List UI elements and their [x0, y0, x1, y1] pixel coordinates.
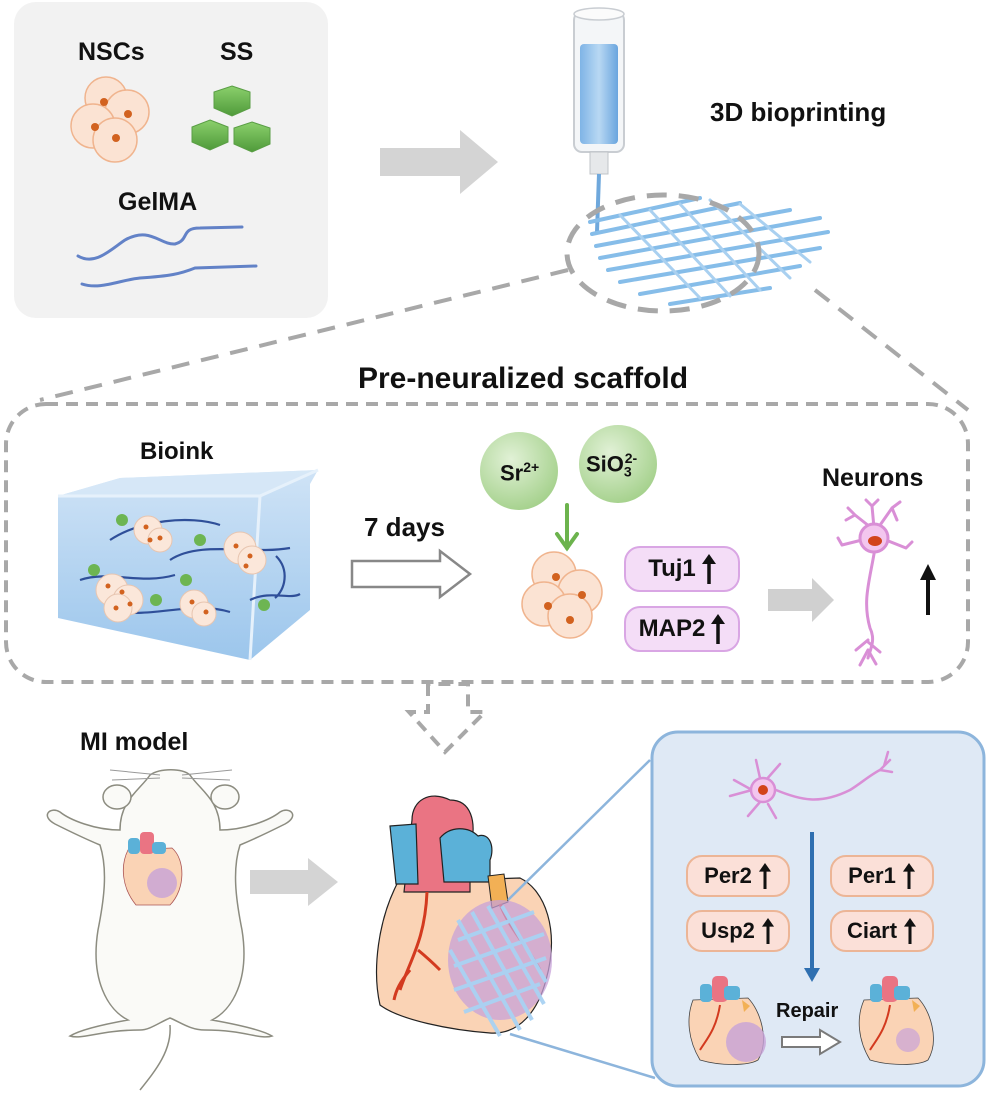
- marker-pill-tuj1: Tuj1: [624, 546, 740, 592]
- nscs-label: NSCs: [78, 38, 145, 66]
- scaffold-highlight-ellipse: [564, 192, 762, 314]
- nsc-cluster-icon: [70, 76, 150, 163]
- up-arrow-icon: [903, 918, 917, 944]
- sr-ion-label: Sr2+: [500, 459, 539, 486]
- duration-label: 7 days: [364, 512, 445, 542]
- gene-name: Ciart: [846, 918, 898, 943]
- process-arrow: [380, 130, 498, 194]
- ion-base: Sr: [500, 460, 524, 486]
- zoom-line-right: [813, 288, 970, 412]
- treatment-arrow: [250, 858, 338, 906]
- marker-pill-map2: MAP2: [624, 606, 740, 652]
- ion-subscript: 3: [623, 463, 632, 480]
- scaffold-section-frame: [4, 402, 970, 684]
- neurons-label: Neurons: [822, 464, 924, 492]
- materials-panel: [14, 2, 328, 318]
- dashed-down-arrow: [404, 682, 490, 755]
- ion-charge: 2+: [523, 459, 540, 475]
- gene-name: Per2: [704, 863, 752, 888]
- marker-name: MAP2: [638, 615, 706, 642]
- sio3-ion-icon: [579, 425, 657, 503]
- mi-model-label: MI model: [80, 728, 189, 756]
- blue-down-arrow: [804, 832, 820, 982]
- up-arrow-icon: [711, 614, 726, 644]
- ss-hexagons-icon: [191, 85, 271, 153]
- up-arrow-icon: [701, 554, 716, 584]
- inset-neuron-icon: [728, 750, 894, 820]
- printed-scaffold-icon: [588, 196, 830, 306]
- gene-pill-per2: Per2: [686, 855, 790, 897]
- bioink-box-icon: [58, 468, 319, 661]
- bioink-label: Bioink: [140, 438, 214, 465]
- neuron-icon: [836, 498, 914, 667]
- seven-days-arrow: [350, 548, 473, 600]
- zoom-line-left: [39, 268, 569, 402]
- nsc-cluster-icon: [521, 551, 603, 639]
- ss-label: SS: [220, 38, 254, 66]
- gene-name: Per1: [848, 863, 896, 888]
- repair-label: Repair: [776, 1000, 839, 1022]
- repair-arrow: [781, 1028, 842, 1056]
- up-arrow-icon: [761, 918, 774, 944]
- green-down-arrow: [555, 503, 579, 552]
- rat-whiskers: [109, 769, 233, 781]
- rat-heart-icon: [122, 832, 183, 906]
- gene-pill-ciart: Ciart: [830, 910, 934, 952]
- inset-neuron-nucleus: [758, 785, 768, 795]
- gelma-label: GelMA: [118, 188, 198, 216]
- inset-zoom-line-top: [507, 759, 651, 901]
- syringe-icon: [573, 7, 625, 233]
- heart-with-scaffold-icon: [376, 795, 552, 1038]
- ion-base: SiO: [586, 451, 624, 477]
- scaffold-section-title: Pre-neuralized scaffold: [358, 362, 689, 395]
- differentiation-arrow: [768, 578, 834, 622]
- gene-name: Usp2: [701, 918, 755, 943]
- marker-name: Tuj1: [648, 555, 696, 582]
- inset-zoom-line-bottom: [509, 1032, 656, 1080]
- gene-pill-usp2: Usp2: [686, 910, 790, 952]
- infarcted-heart-icon: [688, 976, 766, 1065]
- gelma-strands-icon: [76, 225, 258, 288]
- ion-charge: 2-: [624, 450, 638, 466]
- rat-icon: [46, 769, 294, 1091]
- sr-ion-icon: [480, 432, 558, 510]
- neurons-up-arrow-icon: [920, 564, 936, 615]
- bioprinting-label: 3D bioprinting: [710, 97, 887, 127]
- neuron-nucleus: [868, 536, 882, 546]
- sio3-ion-label: SiO32-: [586, 450, 644, 480]
- gene-pill-per1: Per1: [830, 855, 934, 897]
- repaired-heart-icon: [858, 976, 934, 1065]
- up-arrow-icon: [758, 863, 771, 889]
- up-arrow-icon: [902, 863, 915, 889]
